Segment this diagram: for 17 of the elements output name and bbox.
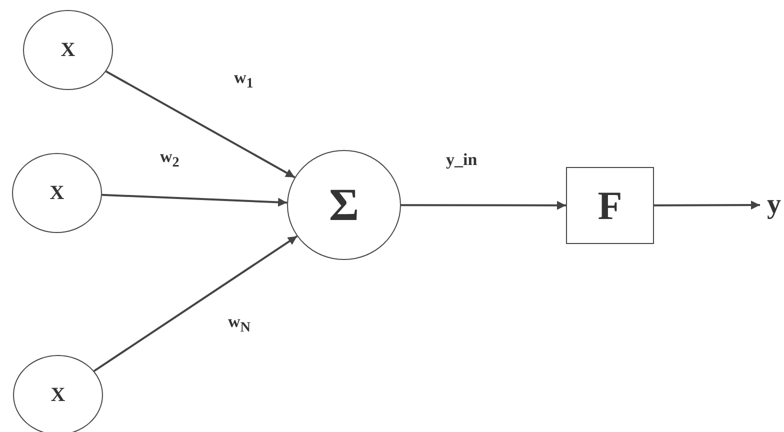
node-label: F [598,186,622,226]
summation-circle [287,150,401,260]
node-label: X [50,385,66,405]
node-label: X [50,183,64,203]
node-label: Σ [328,182,360,228]
input-circle [12,153,102,233]
output-label: y [767,191,781,219]
node-label: X [60,40,76,60]
arrow [654,200,760,210]
input-circle [23,10,113,90]
arrow [106,70,296,178]
arrow [102,194,288,207]
activation-box [566,167,654,244]
edge-label: y_in [444,150,480,170]
arrow [401,200,566,210]
input-circle [13,355,103,432]
arrow [94,235,298,372]
